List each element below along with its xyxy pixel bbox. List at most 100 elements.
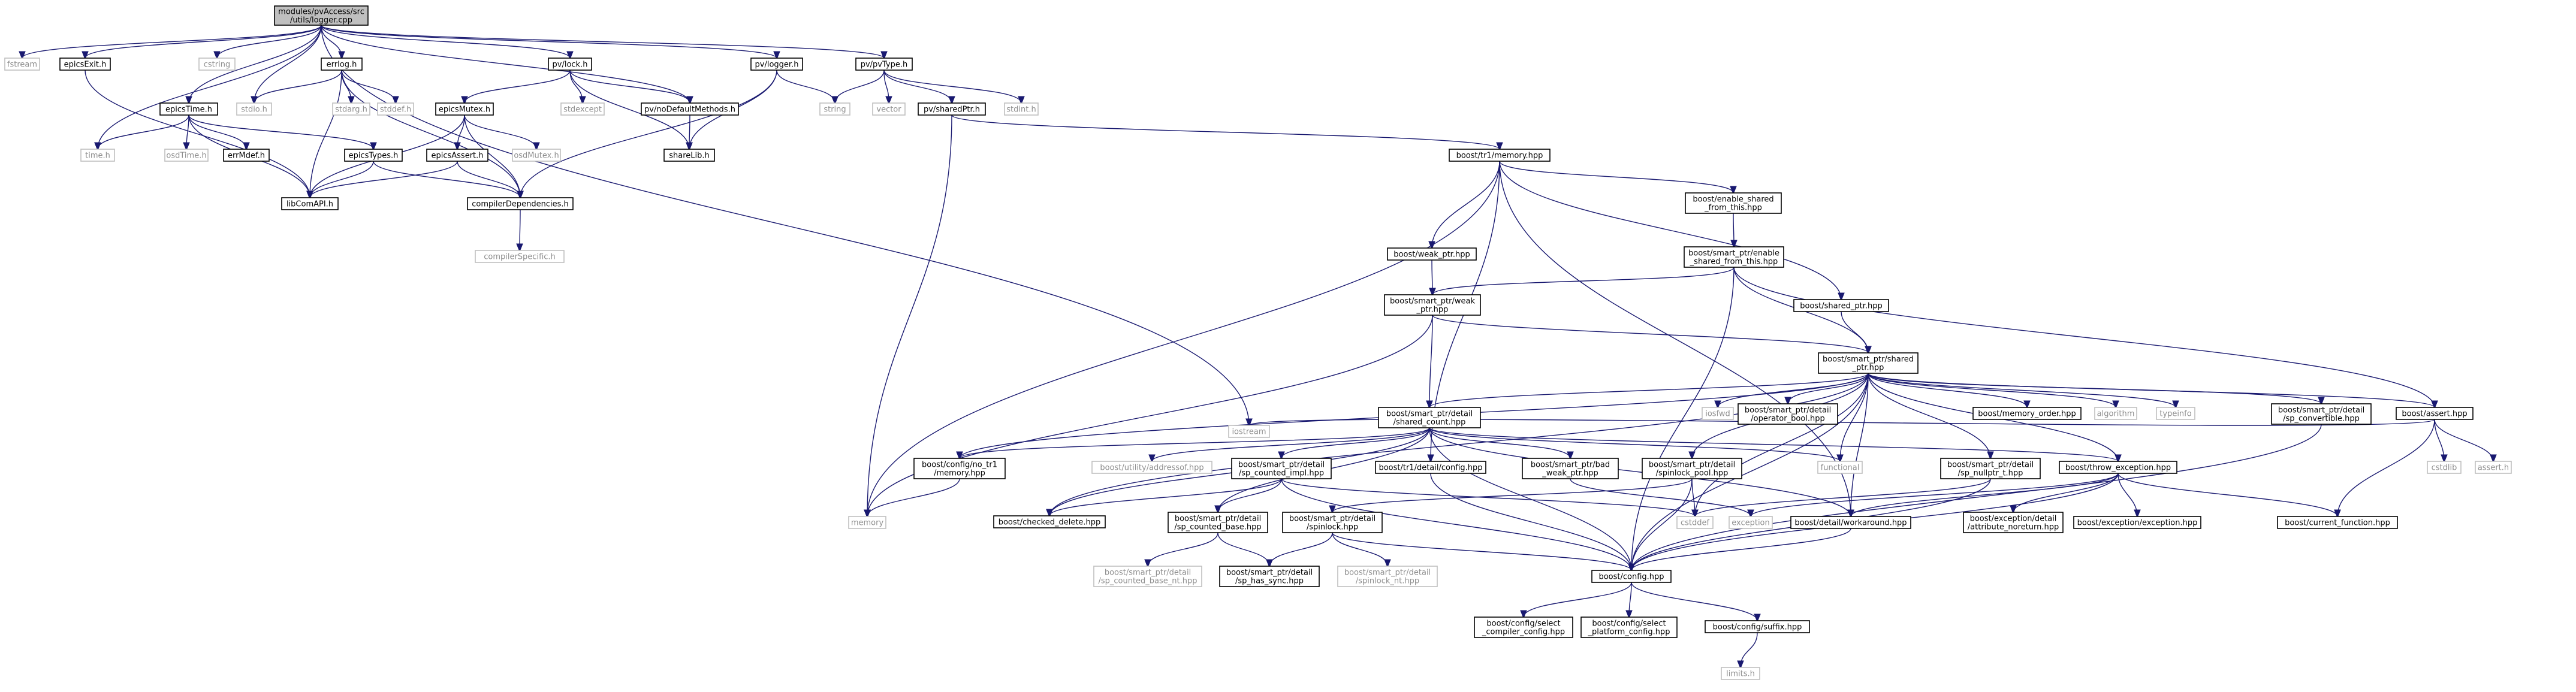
node-errMdef[interactable]: errMdef.h xyxy=(223,149,270,162)
node-exceptionHpp[interactable]: boost/exception/exception.hpp xyxy=(2073,516,2201,529)
edge-spCountedImpl-to-configHpp xyxy=(1281,478,1631,570)
node-root[interactable]: modules/pvAccess/src/utils/logger.cpp xyxy=(274,5,369,26)
node-currentFunction[interactable]: boost/current_function.hpp xyxy=(2277,516,2398,529)
node-label: boost/tr1/memory.hpp xyxy=(1456,152,1543,161)
edge-sharedPtr-to-tr1memory xyxy=(951,114,1500,149)
node-epicsAssert[interactable]: epicsAssert.h xyxy=(426,149,488,162)
node-spConvertible[interactable]: boost/smart_ptr/detail/sp_convertible.hp… xyxy=(2271,403,2372,425)
node-box xyxy=(4,58,40,71)
node-label: /attribute_noreturn.hpp xyxy=(1968,523,2059,532)
node-box xyxy=(2277,516,2398,529)
node-label: boost/tr1/detail/config.hpp xyxy=(1379,464,1482,473)
node-errlog[interactable]: errlog.h xyxy=(321,58,363,71)
node-label: /shared_count.hpp xyxy=(1393,418,1466,427)
node-pvType[interactable]: pv/pvType.h xyxy=(855,58,913,71)
edge-sharedCount-to-noTr1Memory xyxy=(960,427,1430,458)
edge-pvlock-to-epicsMutex xyxy=(464,69,571,103)
node-weakptr[interactable]: boost/weak_ptr.hpp xyxy=(1387,247,1477,261)
node-box xyxy=(344,149,403,162)
edge-pvType-to-vector xyxy=(883,69,889,103)
node-spEnableShared[interactable]: boost/smart_ptr/enable_shared_from_this.… xyxy=(1684,246,1784,268)
node-epicsMutex[interactable]: epicsMutex.h xyxy=(435,102,494,116)
node-label: compilerDependencies.h xyxy=(472,200,568,209)
node-tr1DetailConfig[interactable]: boost/tr1/detail/config.hpp xyxy=(1375,461,1486,474)
node-epicsExit[interactable]: epicsExit.h xyxy=(59,58,111,71)
node-functional: functional xyxy=(1817,461,1863,474)
edge-spWeakPtr-to-sharedCount xyxy=(1429,315,1432,407)
node-box xyxy=(1384,294,1481,316)
node-attrNoreturn[interactable]: boost/exception/detail/attribute_noretur… xyxy=(1963,512,2064,533)
node-box xyxy=(1375,461,1486,474)
edge-root-to-pvlock xyxy=(321,25,570,58)
node-tr1memory[interactable]: boost/tr1/memory.hpp xyxy=(1449,149,1551,162)
node-pvlock[interactable]: pv/lock.h xyxy=(548,58,592,71)
node-label: pv/noDefaultMethods.h xyxy=(644,105,735,114)
node-box xyxy=(1721,667,1760,680)
node-spCountedBase[interactable]: boost/smart_ptr/detail/sp_counted_base.h… xyxy=(1168,512,1268,533)
node-label: stdio.h xyxy=(241,105,267,114)
node-sharedCount[interactable]: boost/smart_ptr/detail/shared_count.hpp xyxy=(1378,407,1481,428)
node-box xyxy=(59,58,111,71)
node-box xyxy=(1387,247,1477,261)
node-selectCompiler[interactable]: boost/config/select_compiler_config.hpp xyxy=(1474,617,1573,638)
node-throwException[interactable]: boost/throw_exception.hpp xyxy=(2059,461,2177,474)
edge-sharedCount-to-workaround xyxy=(1429,427,1851,516)
node-label: /sp_nullptr_t.hpp xyxy=(1958,469,2023,478)
node-spNullptr[interactable]: boost/smart_ptr/detail/sp_nullptr_t.hpp xyxy=(1940,458,2041,479)
node-sharedptrhpp[interactable]: boost/shared_ptr.hpp xyxy=(1793,299,1889,312)
node-box xyxy=(281,197,339,210)
node-sharedPtr[interactable]: pv/sharedPtr.h xyxy=(918,102,986,116)
node-enableShared[interactable]: boost/enable_shared_from_this.hpp xyxy=(1685,192,1782,214)
edge-sharedCount-to-addressof xyxy=(1152,427,1430,461)
node-spWeakPtr[interactable]: boost/smart_ptr/weak_ptr.hpp xyxy=(1384,294,1481,316)
edge-epicsTime-to-errMdef xyxy=(188,114,246,149)
node-spSharedPtr[interactable]: boost/smart_ptr/shared_ptr.hpp xyxy=(1818,352,1919,374)
node-epicsTime[interactable]: epicsTime.h xyxy=(159,102,218,116)
edge-spSharedPtr-to-typeinfo xyxy=(1868,373,2176,407)
node-label: boost/smart_ptr/detail xyxy=(1226,569,1313,578)
node-box xyxy=(1817,461,1863,474)
node-box xyxy=(1684,246,1784,268)
edge-pvlock-to-sharelib xyxy=(569,69,689,149)
node-spinlockPool[interactable]: boost/smart_ptr/detail/spinlock_pool.hpp xyxy=(1642,458,1742,479)
node-pvDefaultMethods[interactable]: pv/noDefaultMethods.h xyxy=(641,102,739,116)
node-suffix[interactable]: boost/config/suffix.hpp xyxy=(1705,620,1810,633)
node-libComAPI[interactable]: libComAPI.h xyxy=(281,197,339,210)
node-operatorBool[interactable]: boost/smart_ptr/detail/operator_bool.hpp xyxy=(1738,403,1838,425)
node-box xyxy=(560,102,605,116)
node-label: boost/smart_ptr/detail xyxy=(1745,406,1831,415)
edge-throwException-to-exceptionHpp xyxy=(2117,473,2137,516)
edge-spSharedPtr-to-functional xyxy=(1840,373,1869,461)
node-label: stddef.h xyxy=(380,105,411,114)
node-noTr1Memory[interactable]: boost/config/no_tr1/memory.hpp xyxy=(913,458,1006,479)
node-selectPlatform[interactable]: boost/config/select_platform_config.hpp xyxy=(1580,617,1678,638)
node-spHasSync[interactable]: boost/smart_ptr/detail/sp_has_sync.hpp xyxy=(1219,566,1320,587)
node-label: libComAPI.h xyxy=(286,200,333,209)
node-spinlock[interactable]: boost/smart_ptr/detail/spinlock.hpp xyxy=(1282,512,1383,533)
node-box xyxy=(467,197,574,210)
edge-root-to-iostream xyxy=(321,25,1249,425)
node-pvlogger[interactable]: pv/logger.h xyxy=(750,58,803,71)
node-label: limits.h xyxy=(1726,670,1755,679)
node-label: memory xyxy=(851,519,884,528)
edge-spEnableShared-to-assertHpp xyxy=(1733,267,2435,407)
node-compilerDependencies[interactable]: compilerDependencies.h xyxy=(467,197,574,210)
node-memoryOrder[interactable]: boost/memory_order.hpp xyxy=(1972,407,2082,420)
node-label: boost/smart_ptr/detail xyxy=(2278,406,2364,415)
node-sharelib[interactable]: shareLib.h xyxy=(663,149,715,162)
node-workaround[interactable]: boost/detail/workaround.hpp xyxy=(1790,516,1911,529)
node-box xyxy=(848,516,886,529)
node-label: boost/weak_ptr.hpp xyxy=(1393,250,1470,259)
node-box xyxy=(1228,425,1270,438)
node-iostream: iostream xyxy=(1228,425,1270,438)
edge-pvlogger-to-compilerDependencies xyxy=(520,69,777,198)
node-badWeakPtr[interactable]: boost/smart_ptr/bad_weak_ptr.hpp xyxy=(1522,458,1619,479)
node-spCountedImpl[interactable]: boost/smart_ptr/detail/sp_counted_impl.h… xyxy=(1231,458,1332,479)
node-assertHpp[interactable]: boost/assert.hpp xyxy=(2396,407,2474,420)
node-checkedDelete[interactable]: boost/checked_delete.hpp xyxy=(993,515,1106,528)
node-box xyxy=(1282,512,1383,533)
node-box xyxy=(198,58,236,71)
node-epicsTypes[interactable]: epicsTypes.h xyxy=(344,149,403,162)
node-configHpp[interactable]: boost/config.hpp xyxy=(1591,570,1672,583)
node-label: boost/smart_ptr/shared xyxy=(1823,355,1914,364)
